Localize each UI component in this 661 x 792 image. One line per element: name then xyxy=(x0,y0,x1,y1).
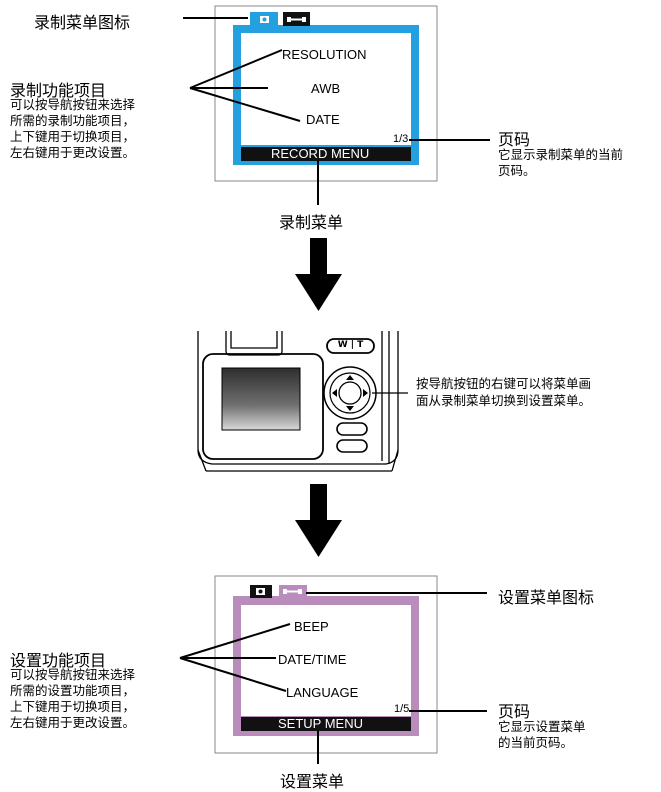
setup-callouts xyxy=(179,592,487,764)
record-callouts xyxy=(183,17,490,205)
setup-page-title: 页码 xyxy=(498,702,531,721)
setup-items-desc-1: 可以按导航按钮来选择 xyxy=(10,667,136,682)
setup-menu-bar xyxy=(241,717,411,731)
setup-item-language: LANGUAGE xyxy=(286,685,359,700)
setup-menu-screen xyxy=(214,575,438,754)
down-arrow-1 xyxy=(295,238,342,311)
record-menu-caption: 录制菜单 xyxy=(279,213,344,232)
setup-items-title: 设置功能项目 xyxy=(10,651,107,670)
camera-button-lower xyxy=(336,439,368,453)
setup-page-indicator: 1/5 xyxy=(394,703,410,715)
nav-pad xyxy=(323,366,377,420)
record-page-title: 页码 xyxy=(498,130,531,149)
setup-item-beep: BEEP xyxy=(294,619,329,634)
setup-menu-bar-label: SETUP MENU xyxy=(278,716,363,731)
nav-desc-1: 按导航按钮的右键可以将菜单画 xyxy=(416,376,592,391)
record-items-desc-3: 上下键用于切换项目， xyxy=(10,129,136,144)
camera-button-upper xyxy=(336,422,368,436)
record-items-desc-2: 所需的录制功能项目， xyxy=(10,113,136,128)
record-items-desc-4: 左右键用于更改设置。 xyxy=(10,145,136,160)
record-item-date: DATE xyxy=(306,112,340,127)
camera-lcd xyxy=(221,367,301,431)
record-page-desc-1: 它显示录制菜单的当前 xyxy=(498,147,624,162)
setup-menu-content xyxy=(241,605,411,716)
record-item-resolution: RESOLUTION xyxy=(282,47,367,62)
setup-items-desc-4: 左右键用于更改设置。 xyxy=(10,715,136,730)
nav-desc-2: 面从录制菜单切换到设置菜单。 xyxy=(416,393,592,408)
setup-items-desc-3: 上下键用于切换项目， xyxy=(10,699,136,714)
record-page-indicator: 1/3 xyxy=(393,133,409,145)
setup-items-desc-2: 所需的设置功能项目， xyxy=(10,683,136,698)
record-icon-title: 录制菜单图标 xyxy=(34,13,131,32)
zoom-button-label: W | T xyxy=(337,340,364,350)
record-items-title: 录制功能项目 xyxy=(10,81,107,100)
setup-page-desc-2: 的当前页码。 xyxy=(498,735,574,750)
brand-logo: BenQ xyxy=(243,431,268,440)
zoom-button xyxy=(326,338,375,354)
record-menu-bar xyxy=(241,147,411,161)
record-menu-bar-label: RECORD MENU xyxy=(271,146,370,161)
setup-icon-title: 设置菜单图标 xyxy=(498,588,595,607)
record-page-desc-2: 页码。 xyxy=(498,163,536,178)
record-menu-content xyxy=(241,33,411,145)
down-arrow-2 xyxy=(295,484,342,557)
record-item-awb: AWB xyxy=(311,81,341,96)
record-items-desc-1: 可以按导航按钮来选择 xyxy=(10,97,136,112)
setup-page-desc-1: 它显示设置菜单 xyxy=(498,719,586,734)
setup-menu-caption: 设置菜单 xyxy=(280,772,345,791)
setup-item-datetime: DATE/TIME xyxy=(278,652,347,667)
camera-illustration xyxy=(197,331,399,472)
record-menu-screen xyxy=(214,5,438,182)
